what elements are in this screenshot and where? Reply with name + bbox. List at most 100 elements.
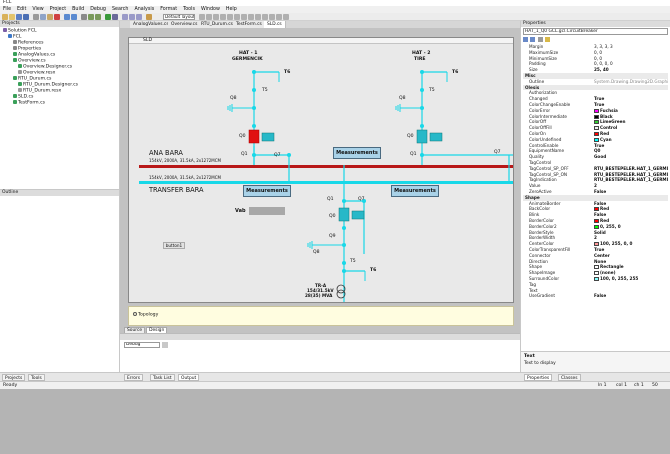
alphabetical-icon[interactable] — [530, 37, 535, 42]
open-folder-icon[interactable] — [9, 14, 15, 20]
single-line-diagram[interactable] — [129, 38, 513, 302]
doc-tab-overview[interactable]: Overview.cs — [168, 21, 202, 28]
property-value[interactable]: False — [594, 293, 668, 299]
same-height-icon[interactable] — [248, 14, 254, 20]
layout-select[interactable]: Default layout — [163, 14, 195, 20]
tree-item[interactable]: RTU_Durum.resx — [0, 88, 119, 94]
undo-icon[interactable] — [64, 14, 70, 20]
bookmark-icon[interactable] — [122, 14, 128, 20]
property-value[interactable]: Fuchsia — [594, 108, 668, 114]
property-value[interactable]: 2 — [594, 183, 668, 189]
property-row[interactable]: Text — [523, 288, 668, 294]
property-value[interactable]: 0, 0 — [594, 50, 668, 56]
doc-tab-analogvalues[interactable]: AnalogValues.cs — [130, 21, 173, 28]
property-value[interactable]: True — [594, 143, 668, 149]
property-value[interactable]: RTU_BESTEPELER.HAT_1_GERMI — [594, 166, 668, 172]
topology-component[interactable]: Topology — [133, 312, 158, 318]
layout-icon[interactable] — [146, 14, 152, 20]
copy-icon[interactable] — [40, 14, 46, 20]
menu-format[interactable]: Format — [160, 7, 178, 12]
property-value[interactable]: 3, 3, 3, 3 — [594, 44, 668, 50]
align-right-icon[interactable] — [213, 14, 219, 20]
property-value[interactable]: Red — [594, 131, 668, 137]
tree-item[interactable]: RTU_Durum.cs — [0, 76, 119, 82]
property-category[interactable]: Shape — [523, 194, 668, 201]
vspace-icon[interactable] — [269, 14, 275, 20]
align-left-icon[interactable] — [199, 14, 205, 20]
align-middle-icon[interactable] — [227, 14, 233, 20]
step-icon[interactable] — [112, 14, 118, 20]
tab-tools[interactable]: Tools — [28, 374, 45, 381]
tree-item[interactable]: FCL — [0, 34, 119, 40]
transfer-bara-bus[interactable] — [139, 181, 513, 184]
property-value[interactable]: Red — [594, 218, 668, 224]
property-value[interactable]: False — [594, 212, 668, 218]
redo-icon[interactable] — [71, 14, 77, 20]
save-all-icon[interactable] — [23, 14, 29, 20]
property-value[interactable]: 25, 40 — [594, 67, 668, 73]
property-category[interactable]: Olesis — [523, 84, 668, 91]
menu-help[interactable]: Help — [225, 7, 237, 12]
tab-errors[interactable]: Errors — [124, 374, 143, 381]
bookmark-next-icon[interactable] — [129, 14, 135, 20]
categorized-icon[interactable] — [523, 37, 528, 42]
property-value[interactable]: Rectangle — [594, 264, 668, 270]
new-file-icon[interactable] — [2, 14, 8, 20]
property-value[interactable]: None — [594, 259, 668, 265]
property-value[interactable]: Good — [594, 154, 668, 160]
tree-item[interactable]: AnalogValues.cs — [0, 52, 119, 58]
align-center-icon[interactable] — [206, 14, 212, 20]
delete-icon[interactable] — [54, 14, 60, 20]
tab-output[interactable]: Output — [178, 374, 200, 381]
doc-tab-testform[interactable]: TestForm.cs — [233, 21, 266, 28]
cut-icon[interactable] — [33, 14, 39, 20]
align-bottom-icon[interactable] — [234, 14, 240, 20]
clear-output-icon[interactable] — [162, 342, 168, 348]
property-category[interactable]: Misc — [523, 73, 668, 79]
property-value[interactable]: Q0 — [594, 148, 668, 154]
tree-item[interactable]: References — [0, 40, 119, 46]
measurements-button-right[interactable]: Measurements — [391, 185, 439, 197]
property-value[interactable]: RTU_BESTEPELER.HAT_1_GERMI — [594, 172, 668, 178]
property-value[interactable]: 100, 255, 0, 0 — [594, 241, 668, 247]
property-value[interactable]: False — [594, 201, 668, 207]
tree-item[interactable]: Overview.resx — [0, 70, 119, 76]
hat2-q0-breaker[interactable] — [416, 129, 428, 144]
tree-item[interactable]: RTU_Durum.Designer.cs — [0, 82, 119, 88]
button1[interactable]: button1 — [163, 242, 185, 249]
hat1-q0-breaker[interactable] — [248, 129, 260, 144]
property-value[interactable]: Solid — [594, 230, 668, 236]
property-value[interactable]: 0, 255, 0 — [594, 224, 668, 230]
measurements-button-top[interactable]: Measurements — [333, 147, 381, 159]
menu-tools[interactable]: Tools — [183, 7, 195, 12]
menu-edit[interactable]: Edit — [17, 7, 27, 12]
property-object-select[interactable]: HAT_1_Q0 GCL.gcl.CircuitBreaker — [523, 28, 668, 35]
hspace-icon[interactable] — [262, 14, 268, 20]
menu-window[interactable]: Window — [200, 7, 220, 12]
doc-tab-rtu-durum[interactable]: RTU_Durum.cs — [198, 21, 237, 28]
property-value[interactable]: Center — [594, 253, 668, 259]
build-icon[interactable] — [88, 14, 94, 20]
property-row[interactable]: Authorization — [523, 90, 668, 96]
output-source-select[interactable]: Debug — [124, 342, 160, 348]
bookmark-prev-icon[interactable] — [136, 14, 142, 20]
